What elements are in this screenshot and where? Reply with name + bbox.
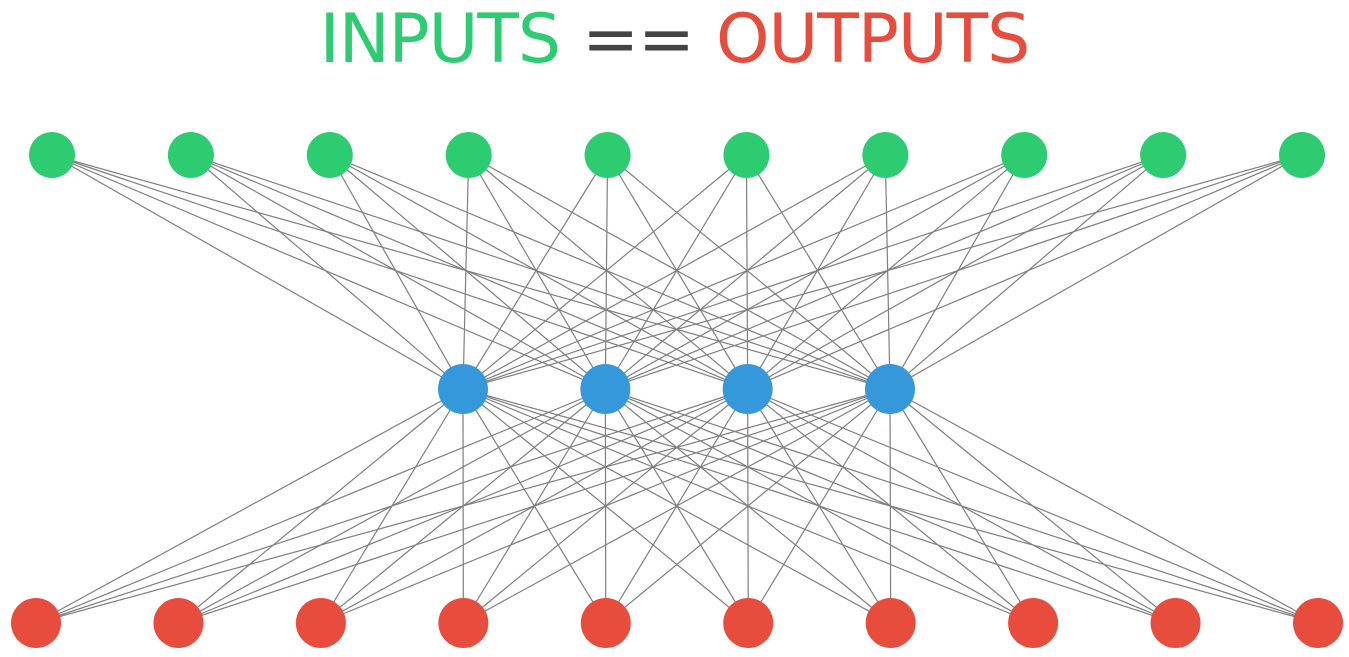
- edge-hidden-4-output-1: [35, 388, 891, 624]
- edge-input-5-hidden-1: [462, 154, 609, 390]
- edge-input-6-hidden-4: [745, 154, 891, 390]
- edge-input-7-hidden-4: [884, 154, 891, 390]
- edge-input-1-hidden-1: [51, 154, 464, 390]
- edge-hidden-4-output-3: [320, 388, 891, 624]
- edge-hidden-4-output-4: [463, 388, 891, 624]
- edge-group: [35, 154, 1319, 624]
- node-group: [11, 132, 1343, 648]
- output-node-7: [865, 598, 916, 648]
- edge-input-8-hidden-1: [462, 154, 1025, 390]
- edge-input-2-hidden-2: [190, 154, 606, 390]
- output-node-8: [1008, 598, 1059, 648]
- output-node-4: [438, 598, 489, 648]
- edge-hidden-4-output-2: [178, 388, 891, 624]
- input-node-6: [723, 132, 770, 178]
- edge-input-3-hidden-2: [329, 154, 606, 390]
- title-equals: ==: [582, 0, 695, 79]
- edge-input-2-hidden-4: [190, 154, 891, 390]
- edge-input-6-hidden-3: [745, 154, 749, 390]
- output-node-6: [723, 598, 774, 648]
- edge-input-10-hidden-4: [889, 154, 1303, 390]
- edge-input-1-hidden-3: [51, 154, 748, 390]
- output-node-9: [1150, 598, 1201, 648]
- edge-input-7-hidden-3: [747, 154, 886, 390]
- edge-hidden-1-output-1: [35, 388, 464, 624]
- edge-input-4-hidden-3: [468, 154, 749, 390]
- edge-input-7-hidden-2: [604, 154, 886, 390]
- output-node-1: [11, 598, 61, 648]
- edge-input-8-hidden-3: [747, 154, 1025, 390]
- input-node-2: [167, 132, 214, 178]
- input-node-10: [1279, 132, 1325, 178]
- edge-input-7-hidden-1: [462, 154, 886, 390]
- hidden-node-3: [722, 364, 773, 414]
- edge-input-3-hidden-1: [329, 154, 464, 390]
- edge-input-9-hidden-1: [462, 154, 1164, 390]
- edge-input-6-hidden-1: [462, 154, 747, 390]
- hidden-node-1: [438, 364, 488, 414]
- input-node-9: [1140, 132, 1187, 178]
- input-node-7: [862, 132, 909, 178]
- edge-input-9-hidden-4: [889, 154, 1164, 390]
- edge-input-10-hidden-3: [747, 154, 1303, 390]
- title-outputs: OUTPUTS: [716, 0, 1030, 79]
- edge-input-2-hidden-1: [190, 154, 464, 390]
- edge-input-6-hidden-2: [604, 154, 747, 390]
- hidden-node-4: [865, 364, 915, 414]
- output-node-2: [153, 598, 204, 648]
- edge-hidden-4-output-8: [889, 388, 1034, 624]
- input-node-5: [584, 132, 631, 178]
- edge-input-1-hidden-2: [51, 154, 606, 390]
- edge-hidden-4-output-5: [605, 388, 891, 624]
- edge-input-8-hidden-4: [889, 154, 1025, 390]
- input-node-8: [1001, 132, 1048, 178]
- edge-input-3-hidden-3: [329, 154, 748, 390]
- edge-input-4-hidden-1: [462, 154, 470, 390]
- edge-hidden-4-output-7: [889, 388, 892, 624]
- input-node-1: [29, 132, 75, 178]
- edge-input-2-hidden-3: [190, 154, 748, 390]
- edge-hidden-2-output-1: [35, 388, 606, 624]
- input-node-3: [306, 132, 353, 178]
- edge-input-3-hidden-4: [329, 154, 891, 390]
- edge-hidden-4-output-9: [889, 388, 1176, 624]
- diagram-title: INPUTS == OUTPUTS: [0, 0, 1349, 80]
- output-node-5: [580, 598, 631, 648]
- edge-input-10-hidden-2: [605, 154, 1303, 390]
- edge-input-4-hidden-4: [468, 154, 891, 390]
- edge-input-5-hidden-4: [607, 154, 891, 390]
- edge-hidden-4-output-6: [747, 388, 891, 624]
- edge-input-5-hidden-2: [604, 154, 609, 390]
- edge-hidden-3-output-1: [35, 388, 748, 624]
- edge-input-5-hidden-3: [607, 154, 749, 390]
- edge-input-4-hidden-2: [468, 154, 606, 390]
- output-node-10: [1293, 598, 1343, 648]
- edge-input-1-hidden-4: [51, 154, 891, 390]
- output-node-3: [295, 598, 346, 648]
- title-inputs: INPUTS: [319, 0, 561, 79]
- input-node-4: [445, 132, 492, 178]
- hidden-node-2: [580, 364, 631, 414]
- edge-input-10-hidden-1: [462, 154, 1303, 390]
- edge-hidden-4-output-10: [889, 388, 1319, 624]
